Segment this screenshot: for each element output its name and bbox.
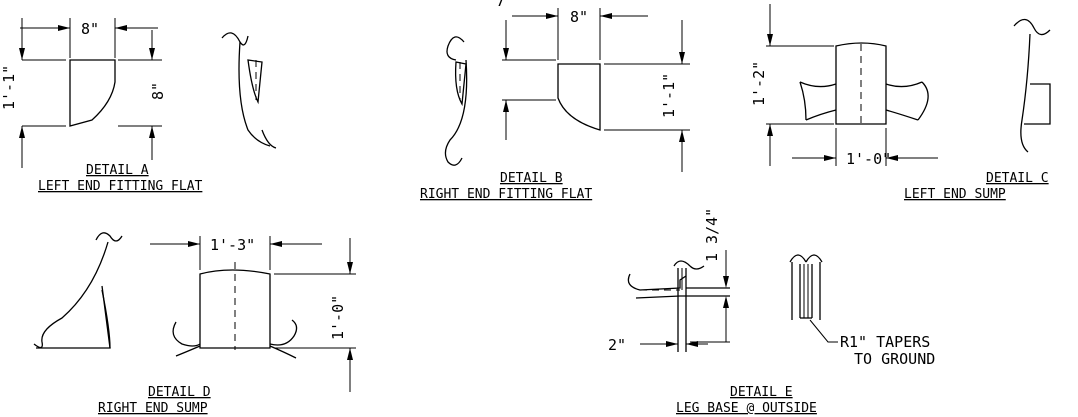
detail-e-note-line1: R1" TAPERS (840, 333, 930, 351)
detail-b-plate (557, 63, 601, 131)
detail-a-subtitle: LEFT END FITTING FLAT (38, 179, 203, 194)
detail-d-width-dim: 1'-3" (210, 236, 255, 254)
detail-b: 8" 7 1'-1" DETAIL B RIGHT END FITTING FL… (420, 0, 690, 202)
detail-b-height-dim: 1'-1" (660, 73, 678, 118)
detail-a-side-dim: 8" (149, 82, 167, 100)
detail-d-subtitle: RIGHT END SUMP (98, 401, 208, 416)
detail-e-vertical-dim: 1 3/4" (703, 208, 721, 262)
detail-a-height-dim: 1'-1" (0, 65, 18, 110)
detail-c: 1'-2" 1'-0" DETAIL C LEFT END SUMP (750, 4, 1051, 202)
detail-b-title: DETAIL B (500, 171, 563, 186)
detail-d-height-dim: 1'-0" (329, 295, 347, 340)
detail-c-width-dim: 1'-0" (846, 150, 891, 168)
detail-c-title: DETAIL C (986, 171, 1049, 186)
detail-c-sump (835, 42, 887, 125)
detail-d: 1'-3" 1'-0" DETAIL D RIGHT END SUMP (33, 232, 356, 416)
detail-a-plate (69, 59, 116, 127)
detail-a: 8" 1'-1" 8" DETAIL A LEFT END FITTING FL… (0, 18, 277, 194)
detail-c-subtitle: LEFT END SUMP (904, 187, 1006, 202)
detail-e-left-dim: 2" (608, 336, 626, 354)
svg-text:7: 7 (496, 0, 505, 10)
detail-b-subtitle: RIGHT END FITTING FLAT (420, 187, 592, 202)
detail-a-title: DETAIL A (86, 163, 149, 178)
detail-e-note-line2: TO GROUND (854, 350, 935, 368)
detail-c-height-dim: 1'-2" (750, 61, 768, 106)
detail-e: 1 3/4" 2" R1" TAPERS TO GROUND DETAIL E … (608, 208, 935, 416)
detail-b-width-dim: 8" (570, 8, 588, 26)
detail-d-title: DETAIL D (148, 385, 211, 400)
detail-d-sump (199, 269, 271, 349)
detail-e-subtitle: LEG BASE @ OUTSIDE (676, 401, 817, 416)
detail-a-width-dim: 8" (81, 20, 99, 38)
detail-e-title: DETAIL E (730, 385, 793, 400)
